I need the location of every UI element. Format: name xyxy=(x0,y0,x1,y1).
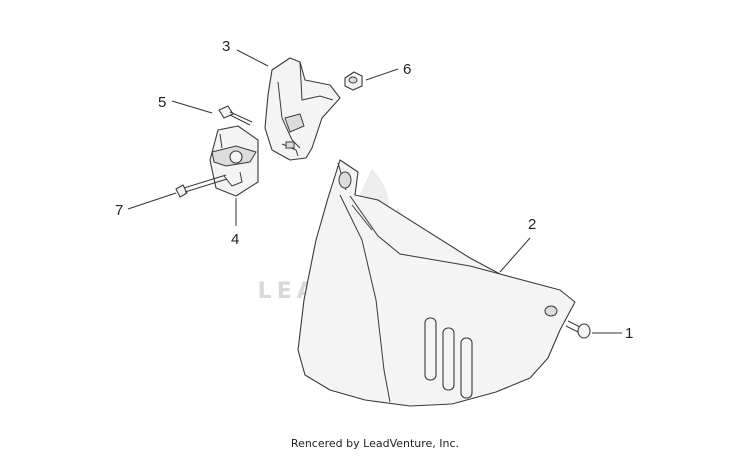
part-4-latch xyxy=(209,125,259,197)
callout-3: 3 xyxy=(222,38,230,55)
callout-4: 4 xyxy=(231,231,239,248)
callout-5: 5 xyxy=(158,94,166,111)
part-6-nut xyxy=(344,71,363,91)
callout-6: 6 xyxy=(403,61,411,78)
part-2-cover xyxy=(297,159,576,407)
part-7-screw xyxy=(175,174,228,198)
callout-7: 7 xyxy=(115,202,123,219)
part-1-bolt xyxy=(565,320,591,339)
part-3-bracket xyxy=(264,57,341,161)
leader-line-7 xyxy=(127,192,177,210)
leader-line-2 xyxy=(499,237,531,273)
leader-line-3 xyxy=(236,49,269,67)
callout-2: 2 xyxy=(528,216,536,233)
callout-1: 1 xyxy=(625,325,633,342)
footer-credit: Rencered by LeadVenture, Inc. xyxy=(290,437,460,450)
leader-line-5 xyxy=(171,100,213,114)
leader-line-6 xyxy=(365,68,399,81)
part-5-screw xyxy=(218,105,253,126)
